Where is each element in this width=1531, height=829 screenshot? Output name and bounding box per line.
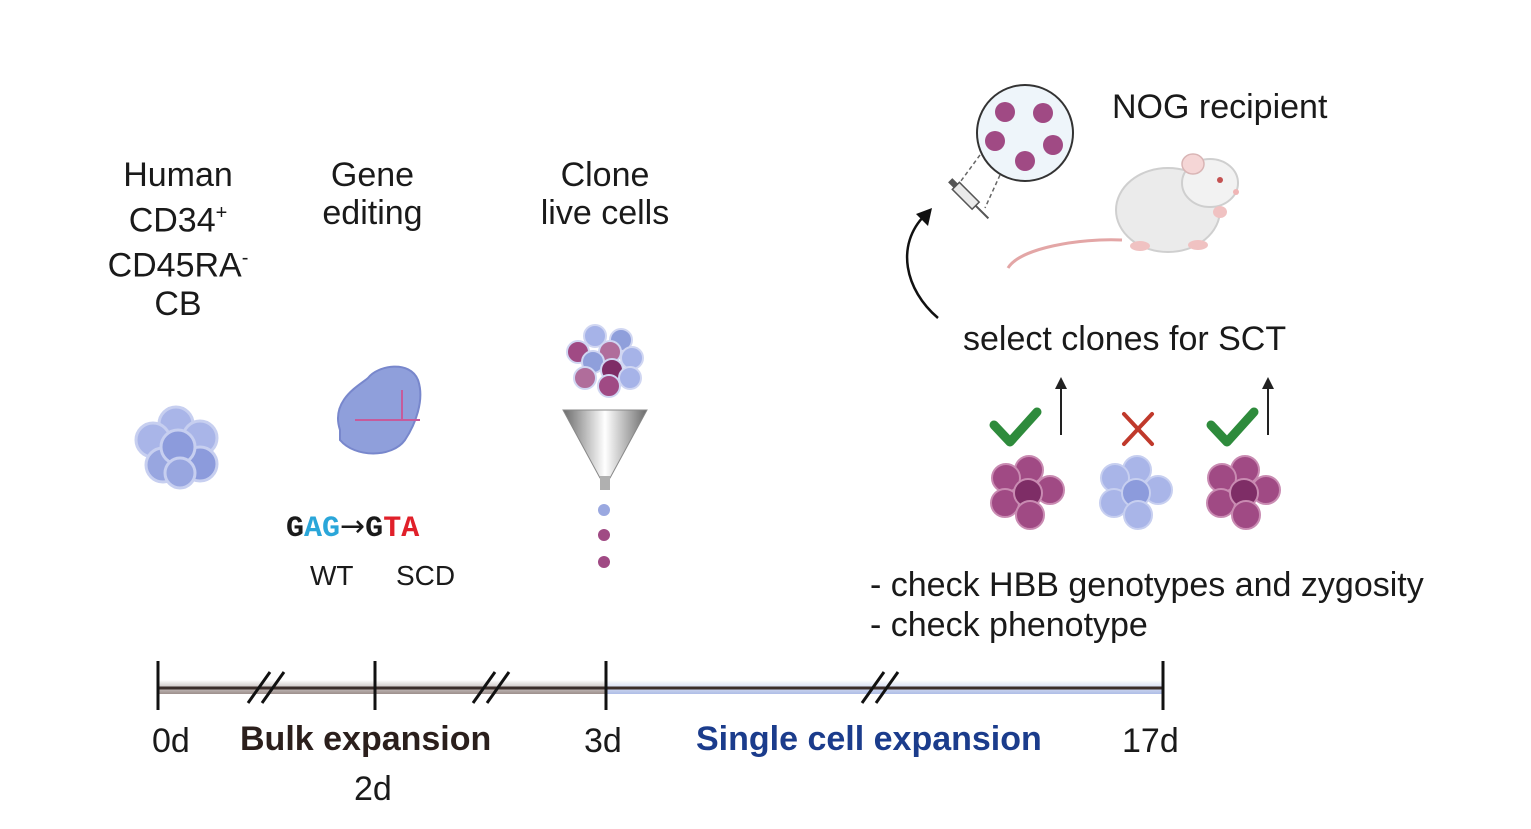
check-icon xyxy=(989,407,1042,447)
cross-icon xyxy=(1122,412,1154,446)
nog-recipient-label: NOG recipient xyxy=(1112,88,1328,126)
up-arrow-icon xyxy=(1262,377,1274,435)
wt-bases-changed: AG xyxy=(304,512,341,546)
timepoint-17d: 17d xyxy=(1122,722,1179,760)
cb-line4: CB xyxy=(154,284,202,323)
clone-line1: Clone xyxy=(560,156,650,194)
purple-clone-cluster-icon xyxy=(990,455,1065,530)
editing-line2: editing xyxy=(322,194,423,232)
cb-line2: CD34+ xyxy=(128,201,228,240)
clone-line2: live cells xyxy=(540,194,670,232)
check-genotype-text: - check HBB genotypes and zygosity xyxy=(870,566,1424,604)
timeline xyxy=(156,661,1165,710)
check-icon xyxy=(1206,407,1259,447)
cb-line1: Human xyxy=(123,156,233,194)
wt-base-first: G xyxy=(286,512,305,546)
timepoint-2d: 2d xyxy=(354,770,392,808)
timepoint-3d: 3d xyxy=(584,722,622,760)
scd-label: SCD xyxy=(396,560,456,591)
arrow-icon: → xyxy=(340,509,366,544)
purple-clone-cluster-icon xyxy=(1206,455,1281,530)
wt-label: WT xyxy=(310,560,354,591)
up-arrow-icon xyxy=(1055,377,1067,435)
syringe-icon xyxy=(948,178,990,220)
select-clones-label: select clones for SCT xyxy=(963,320,1287,358)
stage-label-cb: Human CD34+ CD45RA- CB xyxy=(98,156,258,323)
magnified-cells-icon xyxy=(957,84,1074,209)
blue-clone-cluster-icon xyxy=(1099,455,1173,530)
cas9-enzyme-icon xyxy=(337,365,422,455)
check-phenotype-text: - check phenotype xyxy=(870,606,1148,644)
mouse-icon xyxy=(1006,153,1239,269)
cb-cell-cluster-icon xyxy=(134,405,219,490)
stage-label-clone: Clone live cells xyxy=(525,156,685,232)
scd-base-first: G xyxy=(365,512,384,546)
mixed-cell-cluster-icon xyxy=(566,324,644,398)
mutation-sequence: GAG→GTA xyxy=(286,508,419,548)
single-cell-expansion-label: Single cell expansion xyxy=(696,720,1042,758)
sorting-funnel-icon xyxy=(562,409,648,568)
bulk-expansion-label: Bulk expansion xyxy=(240,720,492,758)
scd-bases-changed: TA xyxy=(383,512,420,546)
cb-line3: CD45RA- xyxy=(107,246,249,285)
editing-line1: Gene xyxy=(330,156,415,194)
timepoint-0d: 0d xyxy=(152,722,190,760)
curved-arrow-icon xyxy=(905,208,939,319)
stage-label-editing: Gene editing xyxy=(300,156,445,232)
